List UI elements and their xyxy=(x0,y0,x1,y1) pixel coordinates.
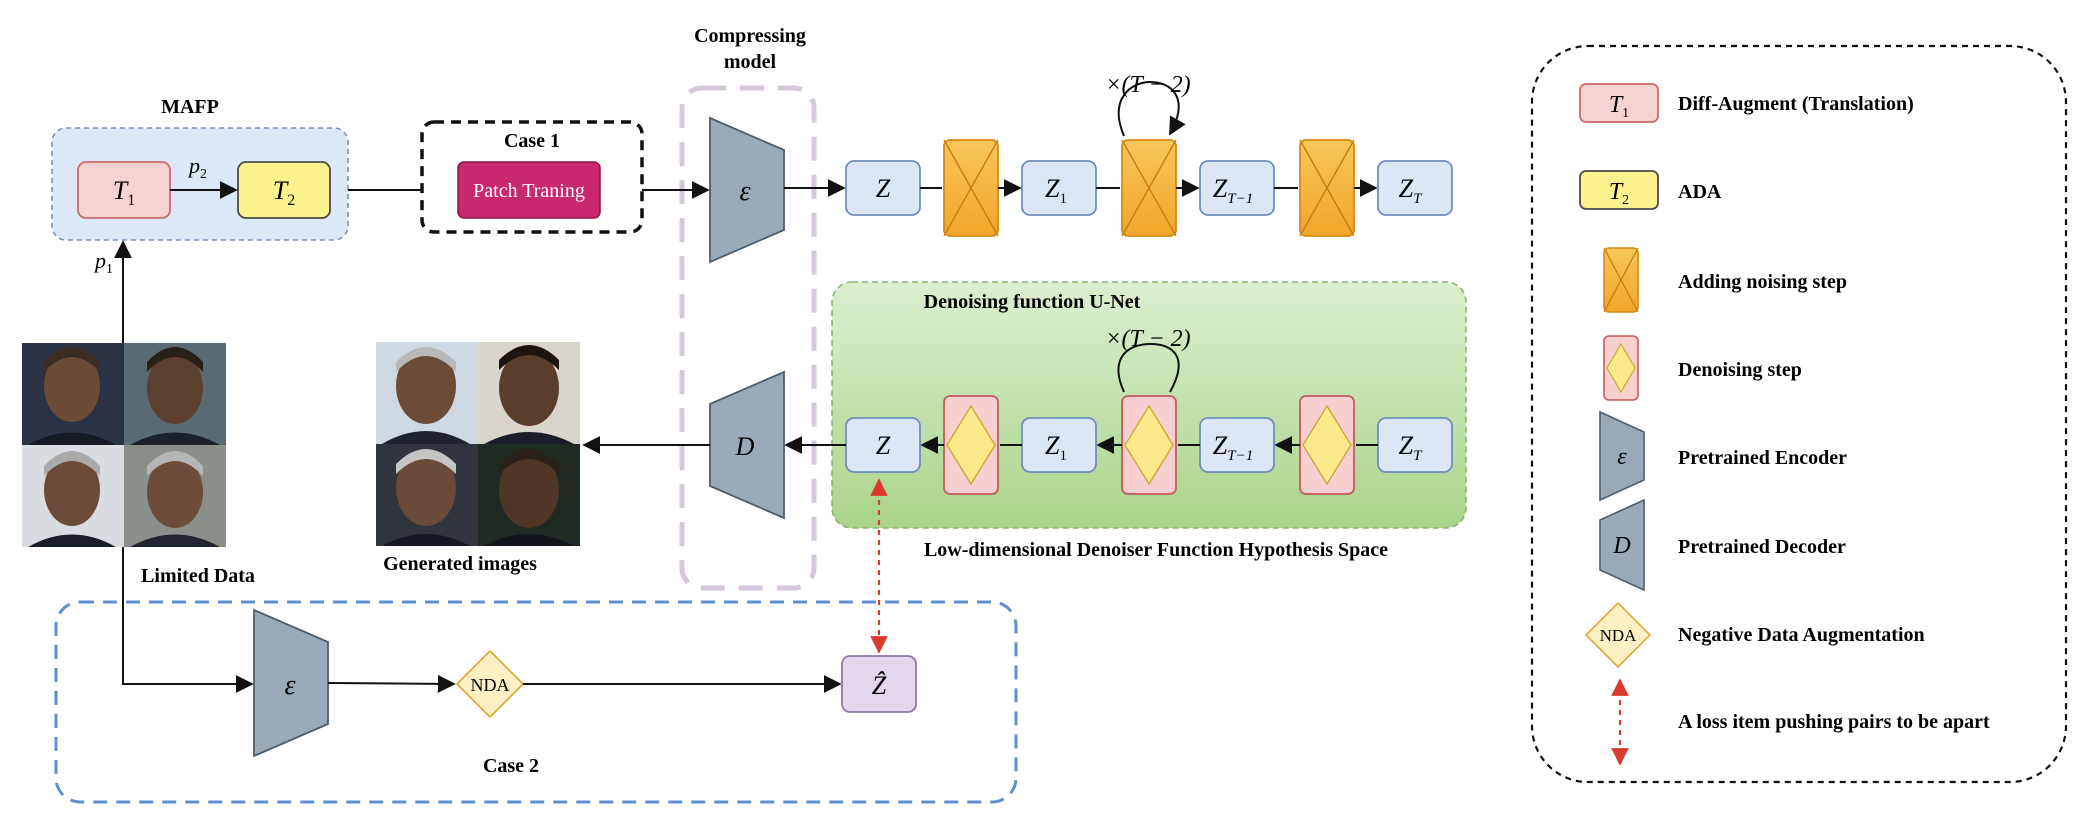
legend-denoise-label: Denoising step xyxy=(1678,359,1802,381)
legend-noise-label: Adding noising step xyxy=(1678,271,1847,293)
legend-item-t2: T2 ADA xyxy=(1579,170,1722,210)
legend-item-decoder: D Pretrained Decoder xyxy=(1599,498,1846,592)
compressing-model-group: Compressing model xyxy=(679,25,817,591)
limited-image-2 xyxy=(124,343,226,445)
limited-image-3 xyxy=(22,445,124,547)
t2-label: T2 xyxy=(273,176,295,209)
reverse-zt-label: ZT xyxy=(1399,431,1423,464)
legend-t1-label: Diff-Augment (Translation) xyxy=(1678,93,1914,115)
legend-decoder-symbol xyxy=(1599,498,1645,592)
compressing-model-border xyxy=(679,85,817,591)
zhat-label: Ẑ xyxy=(872,671,887,700)
legend-nda-symbol xyxy=(1584,601,1652,669)
p1-label: p1 xyxy=(93,248,113,277)
legend-nda-label: Negative Data Augmentation xyxy=(1678,624,1925,646)
generated-image-1 xyxy=(376,342,478,444)
legend-decoder-symbol-text: D xyxy=(1612,533,1630,559)
legend-t2-symbol-text: T2 xyxy=(1609,179,1629,208)
case1-title: Case 1 xyxy=(504,130,560,152)
forward-z0-label: Z xyxy=(876,174,891,203)
legend-item-noise: Adding noising step xyxy=(1603,247,1847,313)
encoder-symbol: ε xyxy=(739,176,750,207)
low-dim-caption: Low-dimensional Denoiser Function Hypoth… xyxy=(924,539,1388,561)
encoder-bottom-trapezoid xyxy=(253,608,329,758)
encoder-bottom-symbol: ε xyxy=(284,670,295,701)
forward-zt1-label: ZT−1 xyxy=(1213,174,1253,207)
t2-box xyxy=(237,161,331,219)
nda-label: NDA xyxy=(471,675,510,695)
legend-loss-label: A loss item pushing pairs to be apart xyxy=(1678,711,1990,733)
encoder2-to-nda-arrow xyxy=(327,674,456,693)
limited-image-1 xyxy=(22,343,124,445)
legend-item-nda: NDA Negative Data Augmentation xyxy=(1584,601,1925,669)
reverse-loop-arrow xyxy=(1117,342,1180,393)
compressing-title-line1: Compressing xyxy=(694,25,806,47)
forward-zt-label: ZT xyxy=(1399,174,1423,207)
reverse-repeat-label: ×(T − 2) xyxy=(1105,326,1190,352)
patch-training-label: Patch Traning xyxy=(473,180,585,202)
limited-image-4 xyxy=(124,445,226,547)
decoder-symbol: D xyxy=(735,432,755,461)
reverse-z0-label: Z xyxy=(876,431,891,460)
t1-label: T1 xyxy=(113,176,135,209)
limited-data-caption: Limited Data xyxy=(141,565,255,587)
decoder-trapezoid xyxy=(709,370,785,520)
unet-group: Denoising function U-Net ×(T − 2) ZT ZT−… xyxy=(831,281,1467,529)
limited-to-encoder2-arrow xyxy=(122,547,254,693)
reverse-zt1-label: ZT−1 xyxy=(1213,431,1253,464)
encoder-trapezoid xyxy=(709,116,785,264)
legend-t2-label: ADA xyxy=(1678,181,1722,203)
forward-zt-box xyxy=(1377,160,1453,216)
compressing-title-line2: model xyxy=(724,51,777,73)
legend-nda-symbol-text: NDA xyxy=(1600,626,1638,645)
case2-title: Case 2 xyxy=(483,755,539,777)
forward-chain: Z Z1 ×(T − 2) ZT−1 ZT xyxy=(845,72,1453,237)
legend-t1-symbol-text: T1 xyxy=(1609,92,1629,121)
legend-t1-symbol xyxy=(1579,83,1659,123)
encoder-top: ε xyxy=(709,116,785,264)
limited-data-grid xyxy=(22,343,226,547)
legend-encoder-label: Pretrained Encoder xyxy=(1678,447,1847,469)
generated-image-2 xyxy=(478,342,580,444)
legend-item-t1: T1 Diff-Augment (Translation) xyxy=(1579,83,1914,123)
case1-group: Case 1 Patch Traning xyxy=(420,120,644,234)
forward-z1-label: Z1 xyxy=(1045,174,1067,207)
generated-images-caption: Generated images xyxy=(383,553,537,575)
forward-loop-arrow xyxy=(1117,80,1186,137)
legend-item-loss: A loss item pushing pairs to be apart xyxy=(1611,678,1990,766)
mafp-group: MAFP T1 T2 p2 xyxy=(51,96,349,241)
forward-repeat-label: ×(T − 2) xyxy=(1105,72,1190,98)
zhat-box xyxy=(841,655,917,713)
legend-item-encoder: ε Pretrained Encoder xyxy=(1599,410,1847,502)
patch-training-block xyxy=(457,161,601,219)
nda-diamond xyxy=(455,649,525,719)
generated-image-4 xyxy=(478,444,580,546)
legend-t2-symbol xyxy=(1579,170,1659,210)
legend-panel: T1 Diff-Augment (Translation) T2 ADA Add… xyxy=(1530,44,2068,784)
unet-title: Denoising function U-Net xyxy=(924,291,1141,313)
generated-images-grid xyxy=(376,342,580,546)
generated-image-3 xyxy=(376,444,478,546)
p2-label: p2 xyxy=(187,153,207,182)
legend-encoder-symbol-text: ε xyxy=(1617,444,1627,470)
legend-border xyxy=(1530,44,2068,784)
decoder: D xyxy=(709,370,785,520)
case1-box xyxy=(420,120,644,234)
legend-decoder-label: Pretrained Decoder xyxy=(1678,536,1846,558)
mafp-title: MAFP xyxy=(161,96,219,118)
legend-item-denoise: Denoising step xyxy=(1603,335,1802,401)
reverse-z1-label: Z1 xyxy=(1045,431,1067,464)
legend-encoder-symbol xyxy=(1599,410,1645,502)
case2-group: Case 2 ε NDA Ẑ xyxy=(54,547,1018,804)
case2-box xyxy=(54,600,1018,804)
